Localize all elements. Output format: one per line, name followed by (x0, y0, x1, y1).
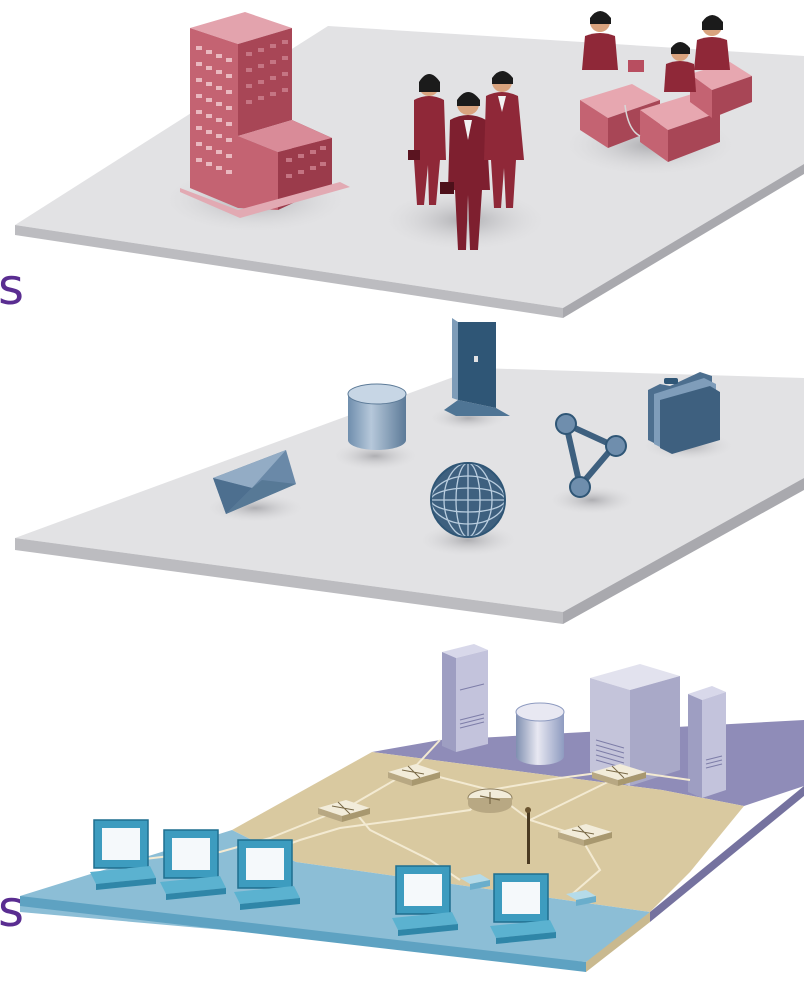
workstation-4 (392, 865, 490, 936)
router (467, 788, 513, 813)
server-cabinet (590, 664, 680, 786)
globe-icon (430, 462, 506, 538)
switching-zone (232, 752, 744, 912)
person-left (408, 74, 446, 205)
infrastructure-layer (20, 644, 804, 972)
switch-4 (558, 824, 612, 846)
business-layer (15, 11, 804, 318)
person-middle (440, 92, 490, 250)
person-right (484, 71, 524, 208)
business-plate-edge (15, 225, 563, 318)
server-tower-left (442, 644, 488, 752)
services-plate (15, 368, 804, 612)
business-people (408, 71, 524, 250)
folders-icon (648, 372, 720, 454)
network-link-icon (555, 413, 627, 498)
envelope-icon (213, 450, 296, 514)
door-icon (444, 318, 510, 416)
office-workers (580, 11, 752, 162)
workstation-2 (160, 829, 226, 900)
database-icon (347, 383, 407, 450)
services-layer (15, 318, 804, 624)
storage-cylinder (515, 702, 565, 765)
antenna-pole (525, 807, 531, 864)
workstation-3 (234, 839, 300, 910)
office-building (180, 12, 350, 218)
workstation-1 (90, 819, 156, 890)
server-tower-right (688, 686, 726, 798)
edge-text-top: s (0, 258, 25, 316)
switch-1 (388, 764, 440, 786)
switch-2 (318, 800, 370, 822)
switch-3 (592, 764, 646, 786)
workstation-5 (490, 873, 596, 944)
